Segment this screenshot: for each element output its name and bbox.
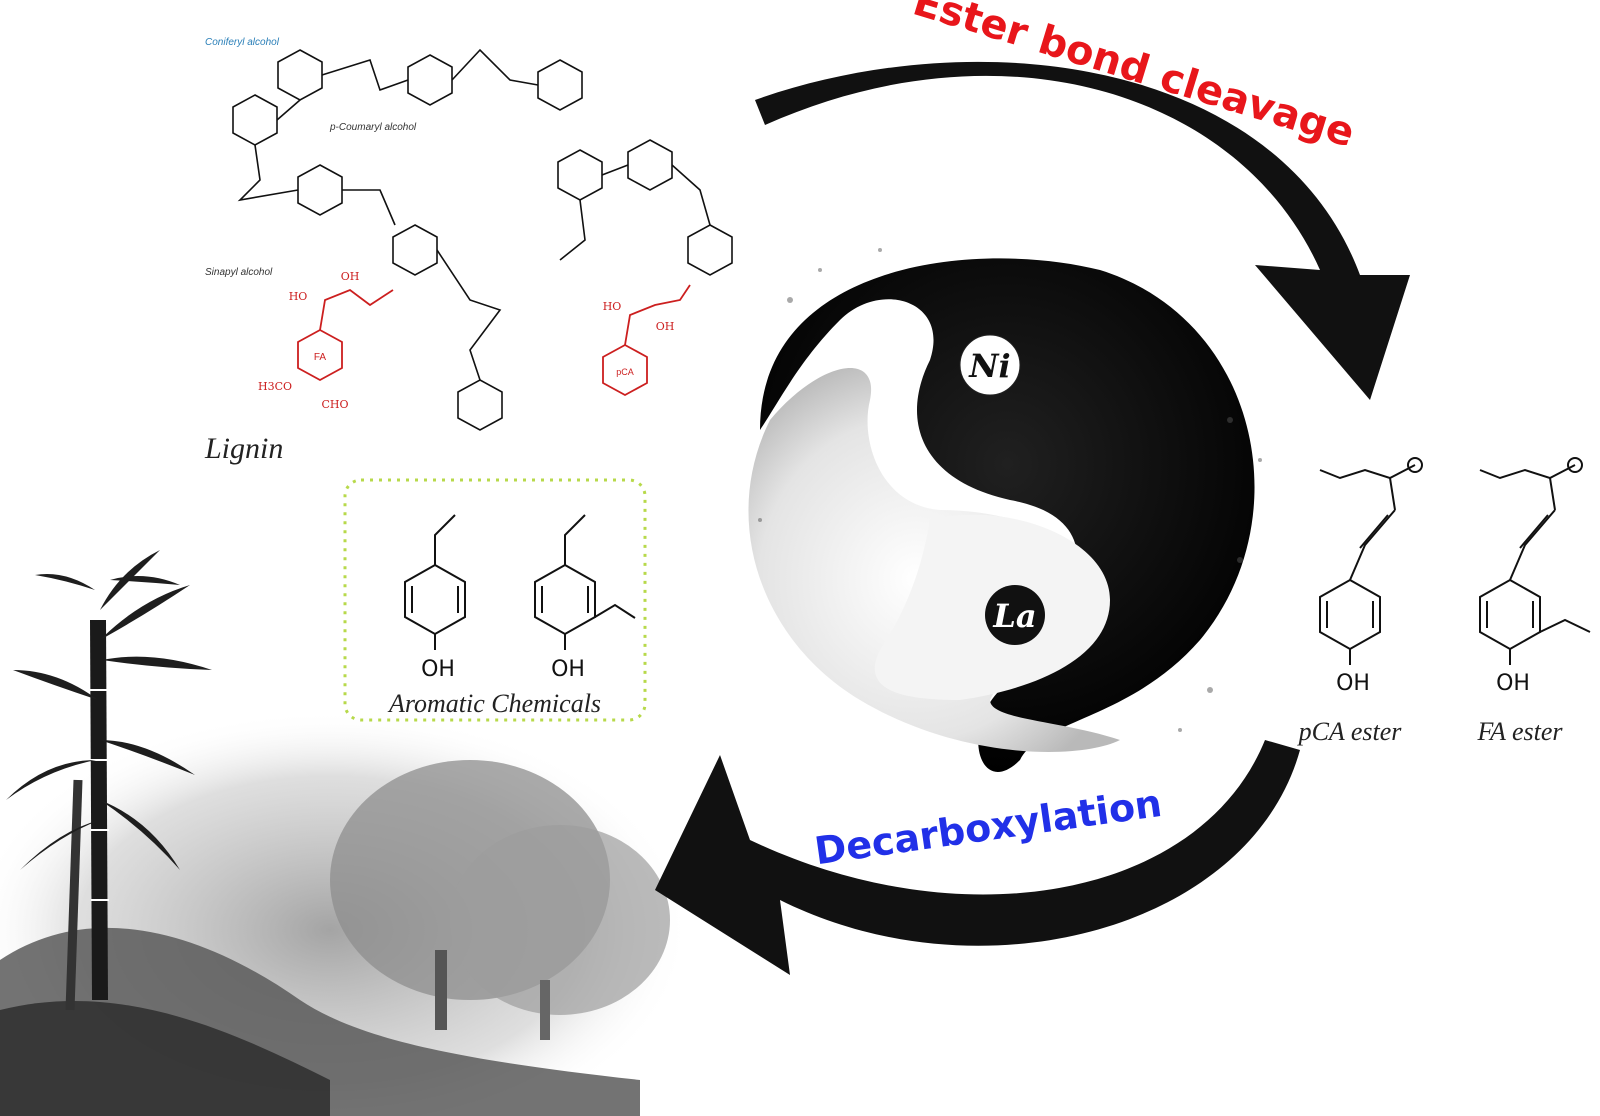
ring-5 — [537, 59, 583, 111]
oh-label-1: OH — [421, 657, 455, 682]
hillside-dark — [0, 1000, 330, 1116]
pca-unit: pCA HO OH — [602, 284, 691, 397]
unit-label-sinapyl: Sinapyl alcohol — [205, 267, 273, 278]
top-curved-arrow — [755, 61, 1410, 400]
yin-yang-symbol: Ni La — [748, 248, 1262, 772]
ring-7 — [627, 139, 673, 191]
bottom-arrow-shape — [655, 740, 1300, 975]
bamboo-stalk-main — [90, 619, 108, 1001]
pca-ring — [602, 343, 648, 397]
pca-ho-label: HO — [603, 300, 622, 313]
oh-label-4: OH — [1496, 671, 1530, 696]
bond-2 — [451, 48, 539, 86]
lignin-structure: Coniferyl alcohol p-Coumaryl alcohol Sin… — [205, 37, 733, 431]
tree-trunk-right — [540, 980, 550, 1040]
la-circle — [985, 585, 1045, 645]
bond-9 — [436, 249, 502, 381]
molecule-fa-ester — [1479, 457, 1591, 665]
pca-chain — [624, 284, 691, 346]
aromatic-chemicals-label: Aromatic Chemicals — [387, 689, 601, 718]
pca-oh-label: OH — [656, 320, 675, 333]
bond-6 — [601, 164, 629, 176]
ring-6 — [557, 149, 603, 201]
ring-4 — [407, 54, 453, 106]
ink-splatter — [758, 248, 1262, 732]
bond-7 — [559, 199, 586, 261]
fa-cho-label: CHO — [321, 398, 348, 411]
la-label: La — [992, 597, 1036, 635]
yin-black-half — [760, 258, 1255, 772]
bond-5 — [342, 189, 396, 226]
pca-ester-label: pCA ester — [1297, 717, 1403, 746]
ring-9 — [687, 224, 733, 276]
ring-3 — [297, 164, 343, 216]
bamboo-nodes — [90, 689, 109, 901]
bamboo-stalk-small — [65, 779, 83, 1011]
fa-chain — [319, 288, 394, 331]
ring-1 — [277, 49, 323, 101]
lignin-label: Lignin — [204, 432, 283, 465]
ring-2 — [232, 94, 278, 146]
aromatic-box — [343, 478, 647, 722]
top-arrow-shape — [755, 61, 1410, 400]
ni-circle — [959, 334, 1021, 396]
tree-canopy-right — [450, 825, 670, 1015]
fa-ring-label: FA — [314, 352, 327, 363]
pca-ring-label: pCA — [616, 367, 634, 377]
fa-ho-label: HO — [289, 290, 308, 303]
bond-3 — [276, 99, 301, 121]
ring-10 — [457, 379, 503, 431]
bond-8 — [671, 164, 711, 226]
fa-h3co-label: H3CO — [258, 380, 292, 393]
molecule-pca-ester — [1319, 457, 1423, 665]
unit-label-hydroxyphenyl: p-Coumaryl alcohol — [329, 122, 417, 133]
fa-ester-label: FA ester — [1477, 717, 1564, 746]
ink-landscape — [0, 550, 690, 1116]
ring-8 — [392, 224, 438, 276]
oh-label-3: OH — [1336, 671, 1370, 696]
oh-label-2: OH — [551, 657, 585, 682]
unit-label-conifer: Coniferyl alcohol — [205, 37, 280, 48]
bottom-curved-arrow — [655, 740, 1300, 975]
molecule-4-ethylphenol — [404, 514, 466, 650]
tree-trunk-left — [435, 950, 447, 1030]
fa-unit: FA HO OH H3CO CHO — [258, 270, 394, 411]
top-arrow-label: Ester bond cleavage — [908, 0, 1360, 157]
bond-1 — [321, 59, 409, 92]
fa-oh-label: OH — [341, 270, 360, 283]
bond-4 — [237, 144, 299, 202]
bottom-arrow-label: Decarboxylation — [812, 781, 1165, 873]
fa-ring — [297, 328, 343, 382]
ni-label: Ni — [968, 347, 1010, 385]
molecule-4-ethylguaiacol — [534, 514, 636, 650]
bamboo-leaves — [6, 550, 212, 870]
